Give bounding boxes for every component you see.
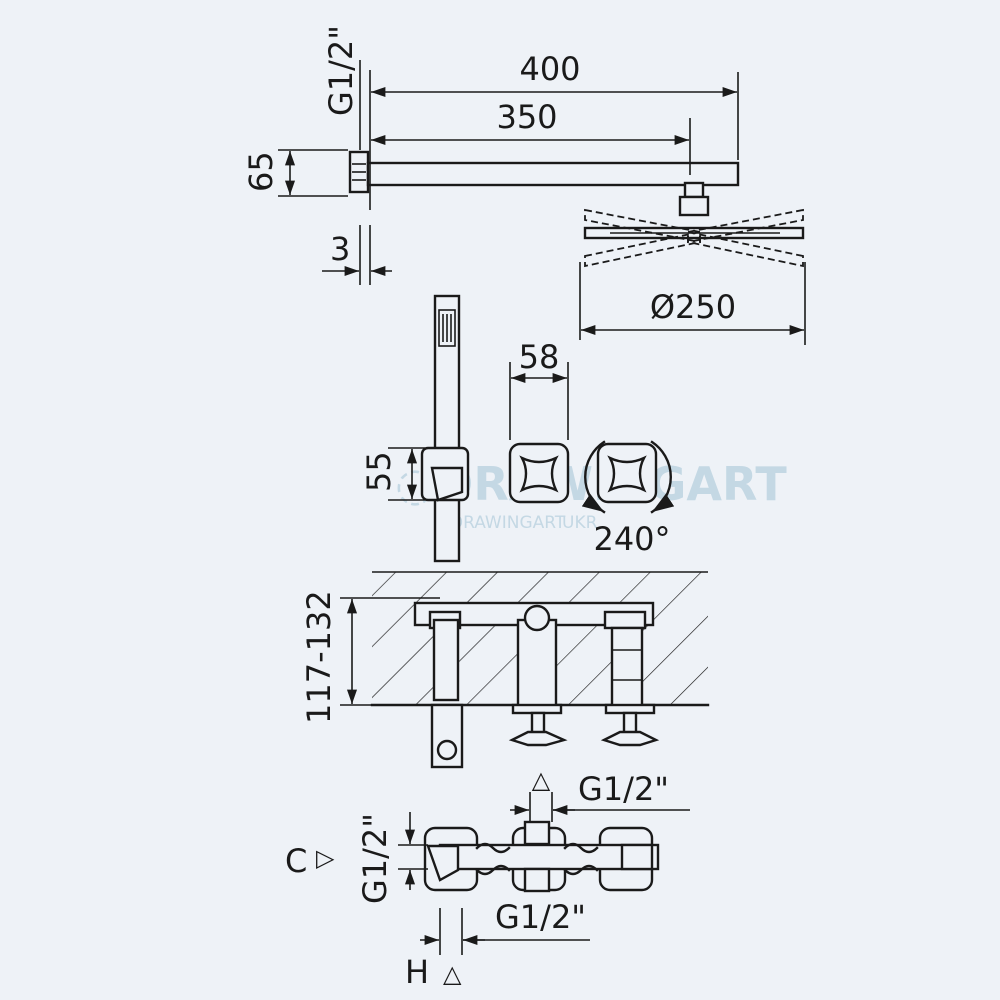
dim-flange-height: 65 bbox=[242, 151, 280, 192]
top-view: △ G1/2" G1/2" C ▷ G1/2" H △ bbox=[285, 766, 690, 991]
watermark-brand: DRAWINGART bbox=[450, 513, 566, 533]
dim-head-diameter: Ø250 bbox=[650, 288, 736, 326]
shower-head-view: Ø250 bbox=[579, 181, 806, 345]
handle-right-plate bbox=[596, 442, 658, 504]
watermark-suffix: UKR bbox=[562, 513, 598, 533]
valve-right bbox=[610, 626, 644, 708]
wall-section-view: 117-132 bbox=[300, 571, 710, 769]
dim-side-thread: G1/2" bbox=[356, 813, 394, 904]
port-hot-label: H bbox=[405, 953, 429, 991]
dim-wall-thread: G1/2" bbox=[322, 25, 360, 116]
spout-connector bbox=[516, 618, 558, 708]
rotation-arc-right bbox=[650, 440, 675, 514]
handle-left-cross bbox=[519, 455, 559, 493]
dim-rotation: 240° bbox=[593, 520, 670, 558]
head-ball bbox=[678, 195, 710, 217]
dim-handle-spacing: 58 bbox=[519, 338, 560, 376]
outlet-marker: △ bbox=[532, 766, 551, 794]
tilt-down-right bbox=[687, 230, 804, 268]
head-joint bbox=[683, 181, 705, 199]
dim-arm-projection: 350 bbox=[496, 98, 557, 136]
shower-arm bbox=[366, 161, 740, 187]
dim-inlet-thread: G1/2" bbox=[495, 898, 586, 936]
diverter-cartridge bbox=[432, 618, 460, 702]
handle-left-side bbox=[508, 730, 568, 747]
rotation-arc-left bbox=[581, 440, 606, 514]
port-cold-label: C bbox=[285, 842, 307, 880]
port-cold-marker: ▷ bbox=[316, 844, 335, 872]
dim-flange-depth: 3 bbox=[330, 230, 350, 268]
dim-holder-height: 55 bbox=[360, 451, 398, 492]
dim-recess-depth: 117-132 bbox=[300, 590, 338, 724]
holder-clip bbox=[430, 466, 464, 502]
hand-shower-view: 55 bbox=[360, 294, 470, 563]
handles-view: 58 240° bbox=[508, 338, 675, 558]
dim-arm-length: 400 bbox=[519, 50, 580, 88]
tilt-down-left bbox=[584, 230, 701, 268]
handle-right-cross bbox=[607, 455, 647, 493]
handle-left-plate bbox=[508, 442, 570, 504]
port-hot-marker: △ bbox=[443, 960, 462, 988]
dim-outlet-thread: G1/2" bbox=[578, 770, 669, 808]
handle-right-side bbox=[600, 730, 660, 747]
shower-arm-view: 400 350 G1/2" 65 3 bbox=[242, 25, 740, 285]
